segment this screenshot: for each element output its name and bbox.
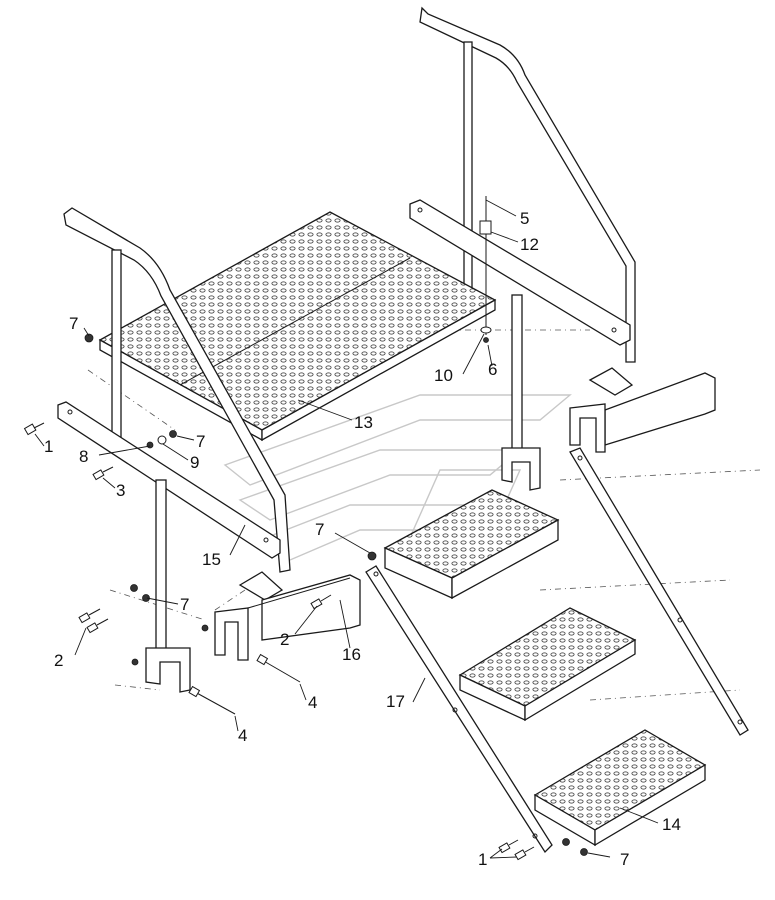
pin-assembly: [479, 196, 492, 343]
callout-10: 10: [434, 366, 453, 385]
callout-15: 15: [202, 550, 221, 569]
stair-tread-lower: [533, 729, 707, 847]
callout-16: 16: [342, 645, 361, 664]
front-cross-beam: [57, 401, 281, 559]
front-support-leg: [145, 479, 191, 693]
callout-5: 5: [520, 209, 529, 228]
callout-8: 8: [79, 447, 88, 466]
callout-2: 2: [280, 630, 289, 649]
right-foot-bracket: [569, 367, 716, 453]
callout-2: 2: [54, 651, 63, 670]
callout-4: 4: [308, 693, 317, 712]
callout-7: 7: [69, 314, 78, 333]
callout-17: 17: [386, 692, 405, 711]
right-stair-stringer: [569, 447, 749, 736]
callout-13: 13: [354, 413, 373, 432]
callout-7: 7: [180, 595, 189, 614]
platform-grating: [98, 211, 497, 442]
left-foot-bracket: [214, 571, 361, 661]
callout-4: 4: [238, 726, 247, 745]
callout-14: 14: [662, 815, 681, 834]
rear-support-leg: [501, 294, 541, 491]
callout-1: 1: [478, 850, 487, 869]
callout-7: 7: [620, 850, 629, 869]
callout-7: 7: [196, 432, 205, 451]
stair-tread-middle: [458, 607, 637, 722]
callout-1: 1: [44, 437, 53, 456]
callout-7: 7: [315, 520, 324, 539]
callout-6: 6: [488, 360, 497, 379]
callout-9: 9: [190, 453, 199, 472]
callout-labels: 5 12 7 10 6 1 13 7 8 9 3 15 7 7 2 2 16 4…: [44, 209, 681, 869]
callout-12: 12: [520, 235, 539, 254]
left-stair-stringer: [365, 565, 553, 854]
stair-tread-upper: [383, 489, 560, 600]
fastener-hardware: [23, 333, 588, 861]
callout-leaders: [34, 199, 659, 859]
rear-cross-beam: [409, 199, 631, 346]
callout-3: 3: [116, 481, 125, 500]
